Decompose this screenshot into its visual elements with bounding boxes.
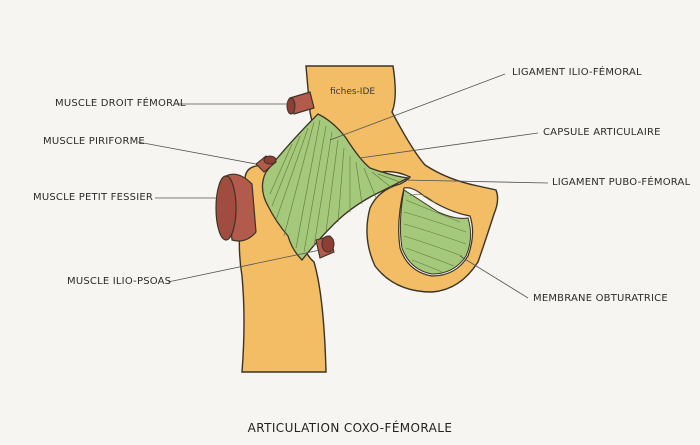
diagram-title: ARTICULATION COXO-FÉMORALE: [247, 421, 453, 435]
label-ligament-pubo-femoral: LIGAMENT PUBO-FÉMORAL: [552, 177, 691, 188]
label-muscle-droit-femoral: MUSCLE DROIT FÉMORAL: [55, 98, 186, 109]
watermark-text: fiches-IDE: [330, 87, 376, 97]
membrane-fibers: [403, 193, 467, 273]
label-ligament-ilio-femoral: LIGAMENT ILIO-FÉMORAL: [512, 67, 642, 78]
muscle-droit-femoral: [286, 91, 315, 115]
label-muscle-petit-fessier: MUSCLE PETIT FESSIER: [33, 192, 154, 203]
capsule-ligament: [261, 113, 411, 261]
muscle-piriforme: [255, 155, 277, 173]
obturator-membrane: [399, 189, 472, 275]
label-capsule-articulaire: CAPSULE ARTICULAIRE: [543, 127, 661, 138]
muscle-ilio-psoas: [315, 235, 335, 259]
muscle-petit-fessier: [215, 173, 257, 242]
label-muscle-ilio-psoas: MUSCLE ILIO-PSOAS: [67, 276, 172, 287]
ligament-fibers: [269, 119, 401, 253]
label-membrane-obturatrice: MEMBRANE OBTURATRICE: [533, 293, 668, 304]
label-muscle-piriforme: MUSCLE PIRIFORME: [43, 136, 145, 147]
leader-lines: [137, 73, 549, 299]
